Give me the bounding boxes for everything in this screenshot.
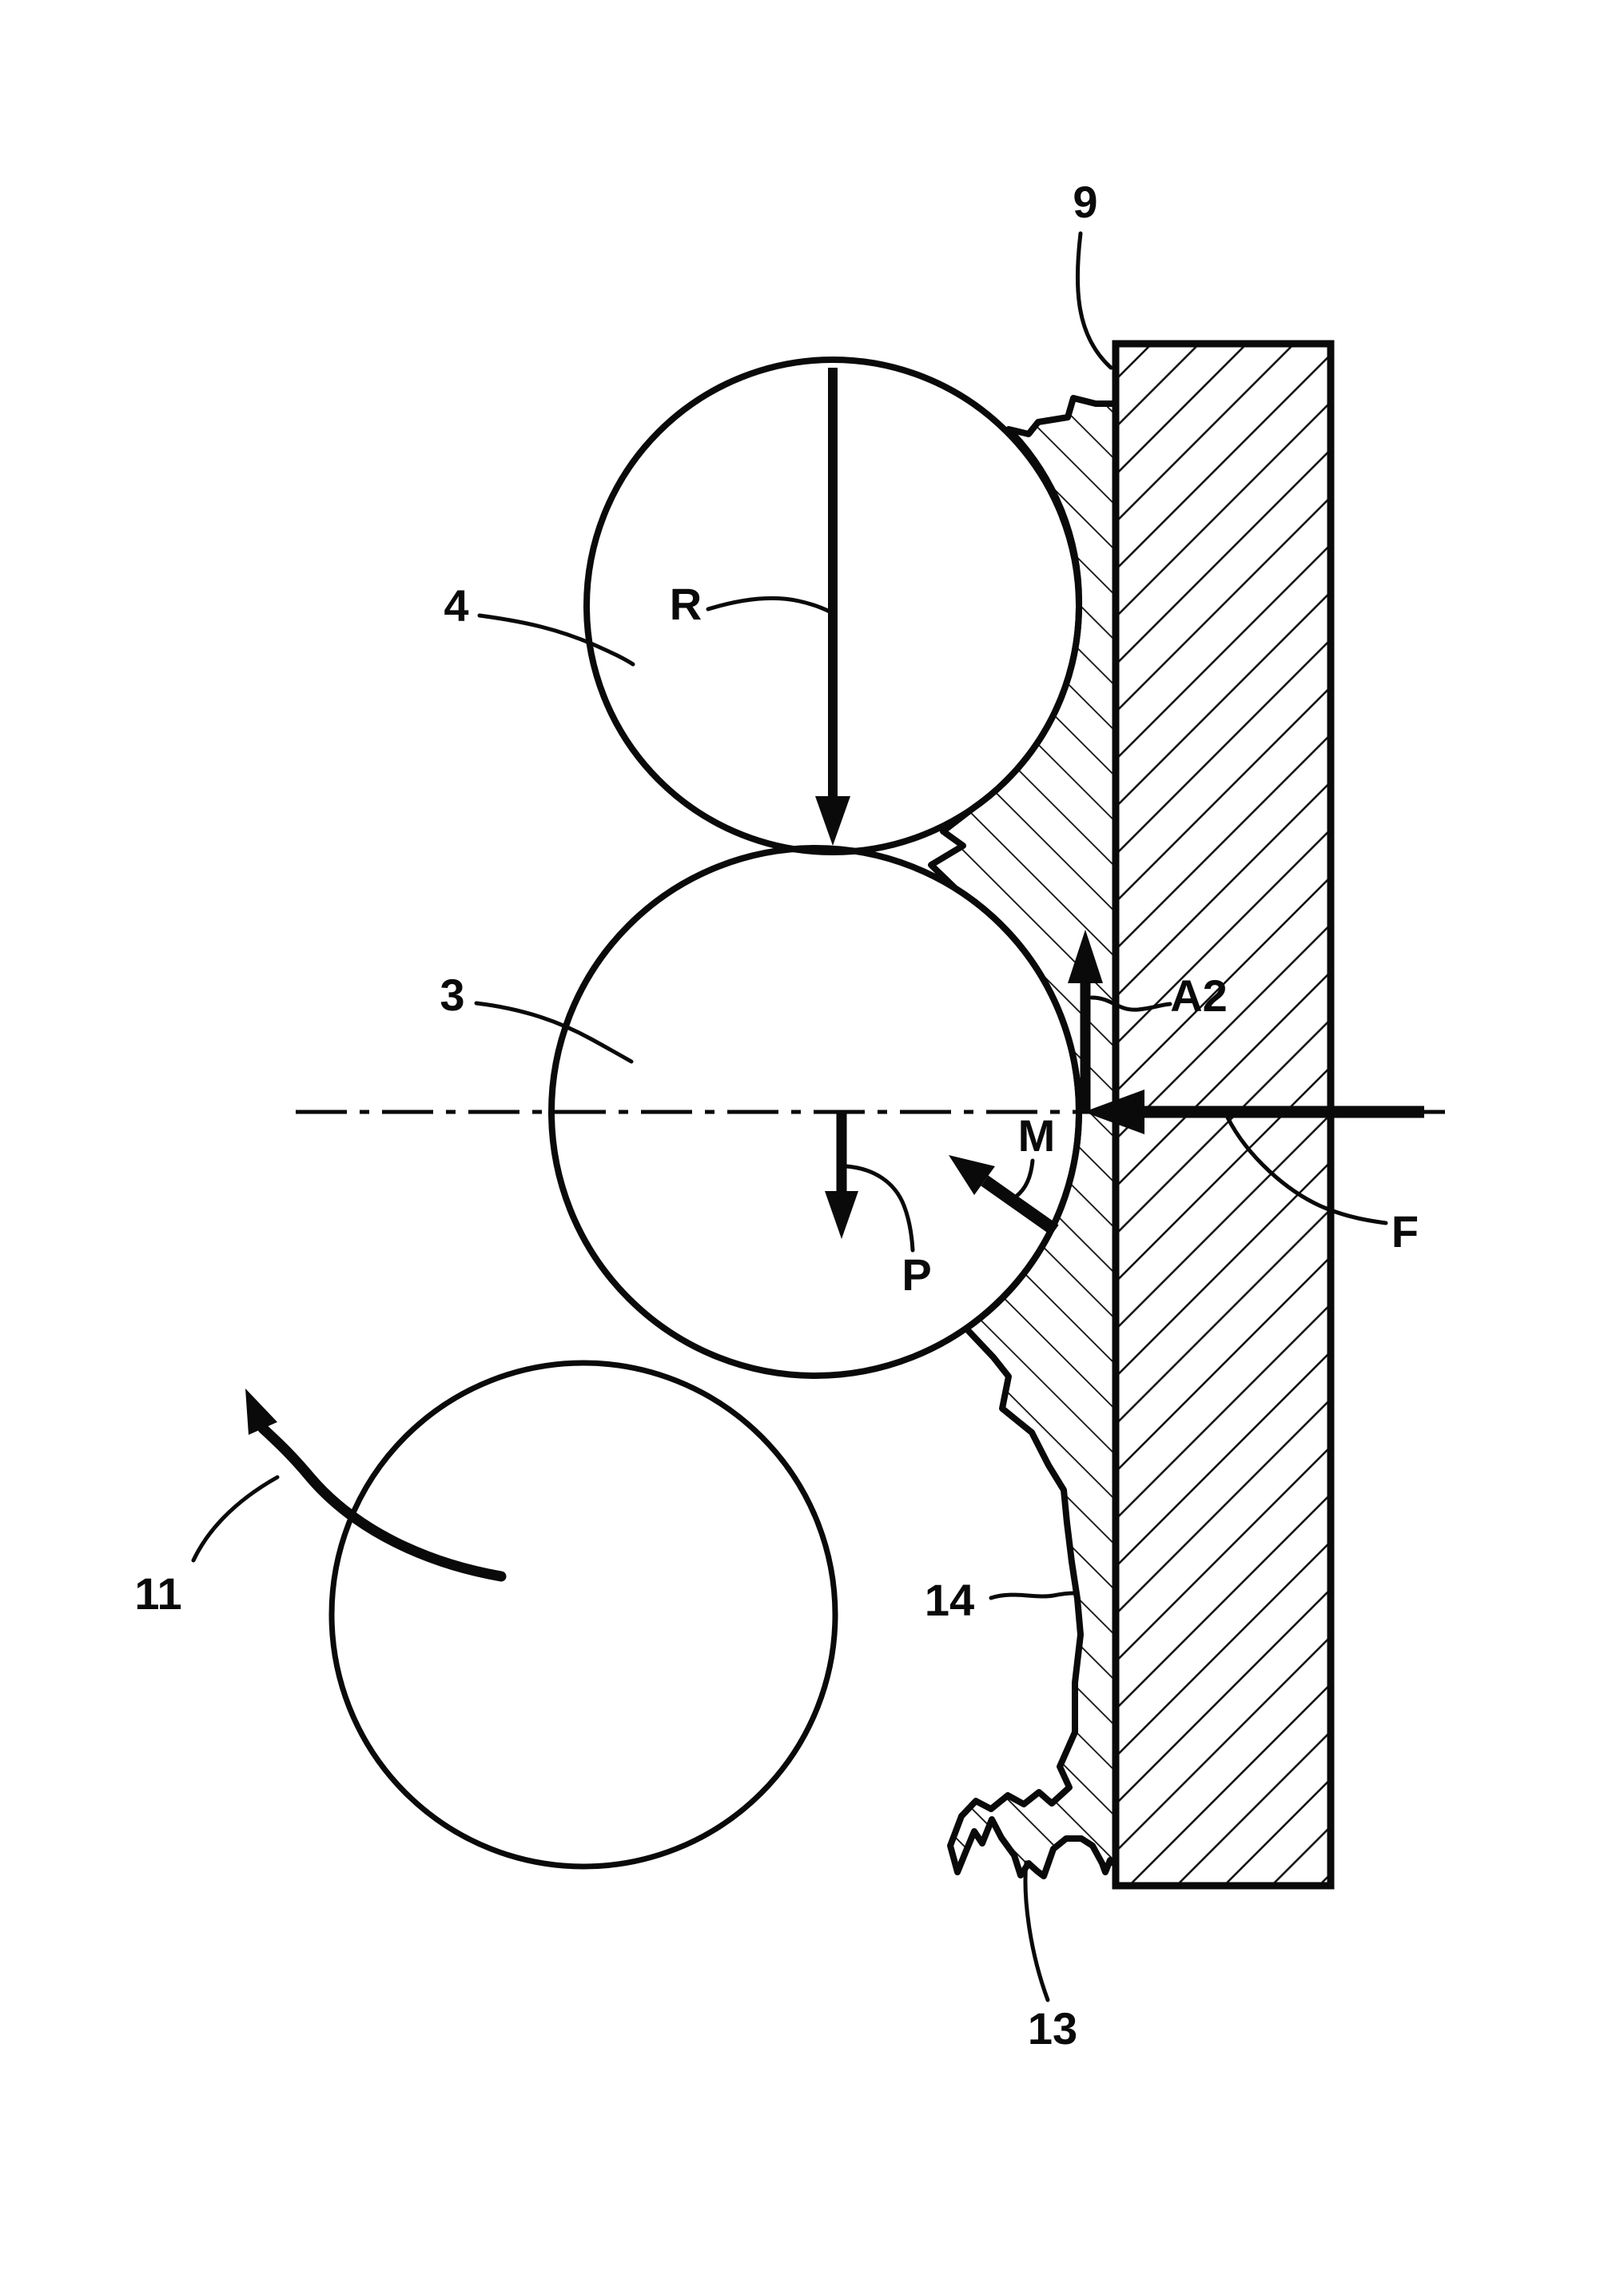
upper-roller-circle bbox=[583, 357, 1082, 855]
label-upper-roller: 4 bbox=[444, 580, 468, 631]
label-weld-bead: 14 bbox=[925, 1575, 974, 1625]
leader-force bbox=[1225, 1115, 1388, 1225]
label-plate: 9 bbox=[1073, 177, 1097, 227]
leader-lines bbox=[191, 231, 1388, 2002]
label-lower-roller: 11 bbox=[134, 1568, 181, 1619]
radius-arrow bbox=[815, 368, 850, 846]
label-torque-arrow: M bbox=[1018, 1110, 1056, 1161]
leader-weld-bead bbox=[989, 1591, 1077, 1600]
leader-torque bbox=[1013, 1158, 1035, 1199]
label-radius-arrow: R bbox=[670, 579, 702, 629]
label-middle-roller: 3 bbox=[440, 970, 464, 1020]
leader-lower-roller bbox=[191, 1475, 280, 1563]
leader-bead-root bbox=[1023, 1860, 1050, 2002]
label-axial-offset-arrow: A2 bbox=[1170, 970, 1228, 1021]
force-arrow bbox=[1084, 1090, 1424, 1134]
leader-middle-roller bbox=[474, 1001, 634, 1064]
torque-arrow bbox=[949, 1155, 1059, 1236]
leader-pressure bbox=[844, 1164, 915, 1253]
label-force-arrow: F bbox=[1391, 1206, 1419, 1257]
leader-radius bbox=[706, 596, 834, 615]
leader-axial-offset bbox=[1089, 995, 1172, 1012]
axial-offset-arrow bbox=[1068, 930, 1103, 1112]
pressure-arrow bbox=[825, 1114, 858, 1239]
figure-labels: 9 4 R 3 A2 M F P 11 14 13 bbox=[134, 177, 1419, 2054]
label-pressure-arrow: P bbox=[902, 1249, 931, 1300]
middle-roller-circle bbox=[548, 845, 1082, 1379]
leader-upper-roller bbox=[477, 613, 635, 667]
lower-roller-circle bbox=[328, 1360, 838, 1870]
leader-plate bbox=[1075, 231, 1113, 370]
label-bead-root: 13 bbox=[1028, 2003, 1077, 2054]
rotation-arrow bbox=[245, 1388, 507, 1582]
